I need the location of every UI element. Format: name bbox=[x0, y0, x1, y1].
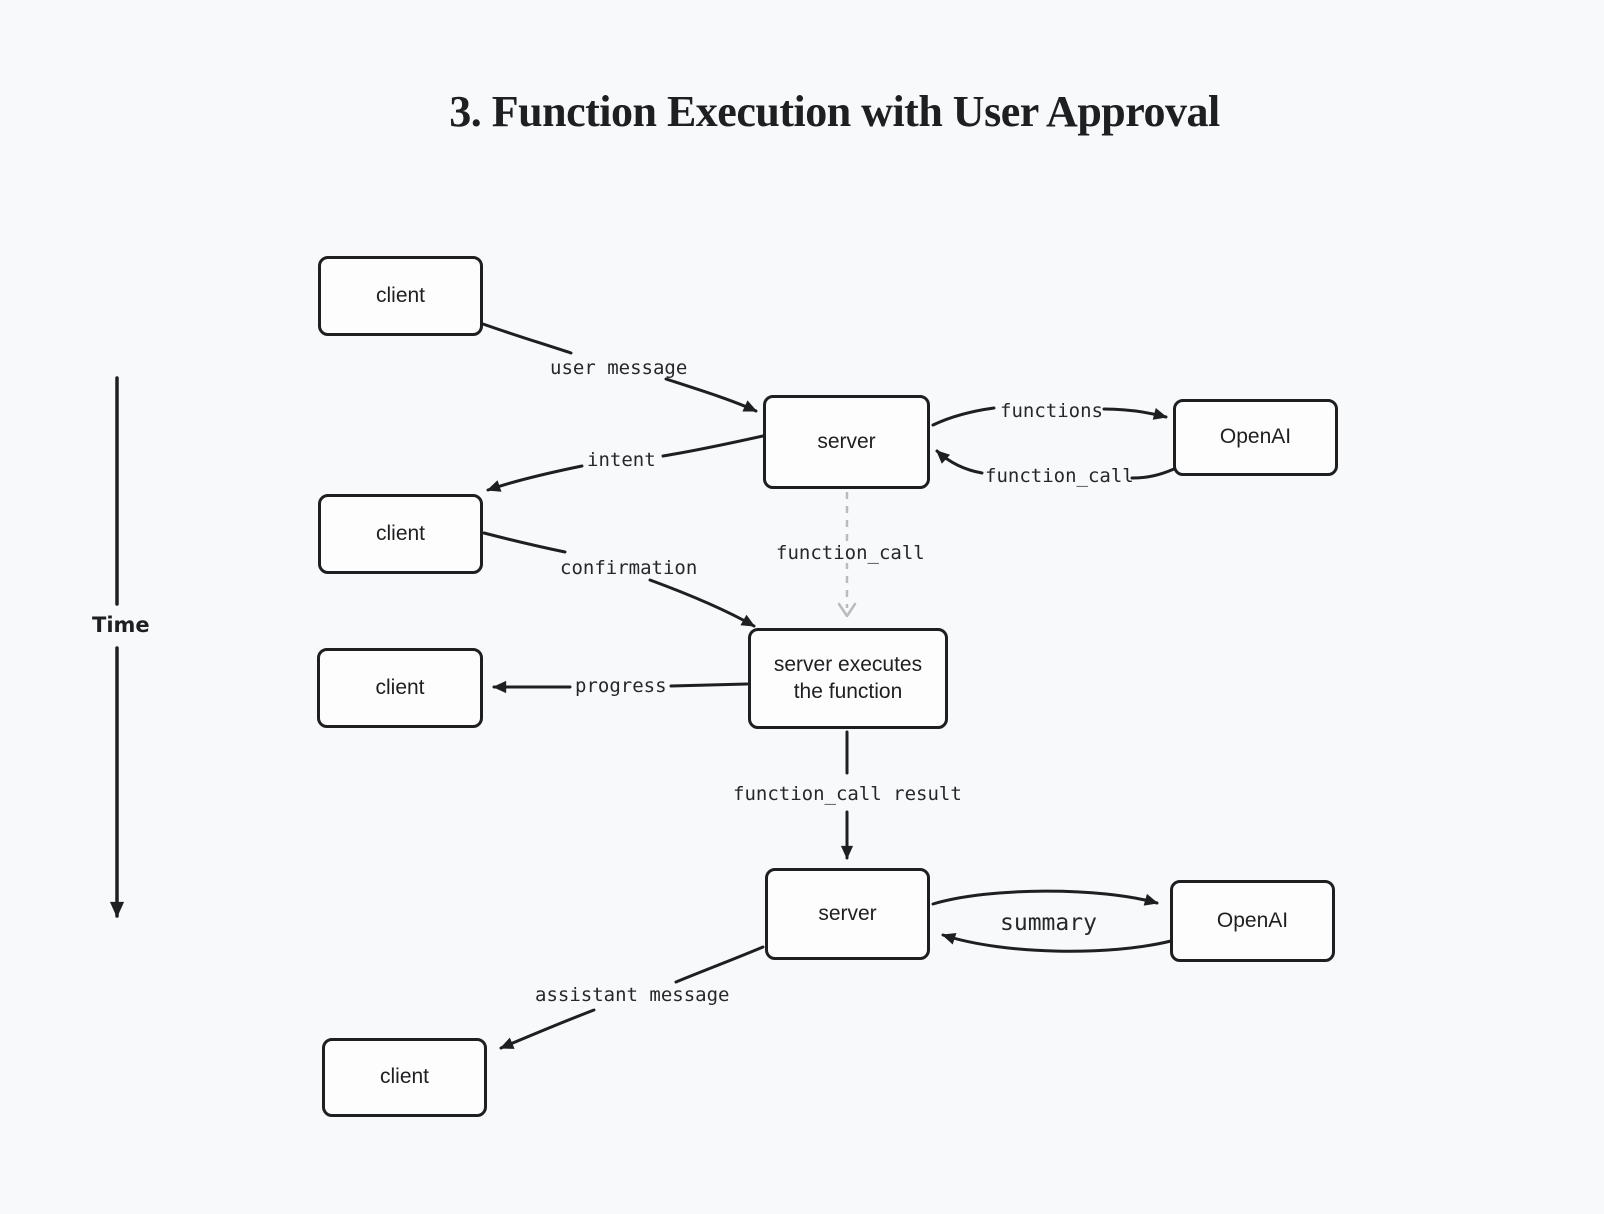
node-client-4: client bbox=[322, 1038, 487, 1117]
node-client-1-label: client bbox=[375, 283, 426, 307]
edge-function-call-return-seg1 bbox=[1130, 467, 1176, 480]
dashed-arrowhead-chevron bbox=[837, 602, 857, 618]
edge-progress-seg1 bbox=[669, 682, 749, 688]
node-client-2-label: client bbox=[375, 521, 426, 545]
edge-assistant-message-seg1 bbox=[674, 945, 765, 984]
edge-intent-seg1 bbox=[661, 434, 765, 458]
edge-intent-seg2 bbox=[486, 464, 584, 492]
edge-label-function-call-return: function_call bbox=[985, 465, 1134, 487]
node-client-3-label: client bbox=[375, 675, 425, 699]
node-server-executes-function-label: server executes the function bbox=[773, 653, 923, 703]
edge-function-call-return-seg2 bbox=[935, 449, 984, 475]
edge-label-function-call-result: function_call result bbox=[733, 783, 962, 805]
node-openai-1-label: OpenAI bbox=[1219, 425, 1292, 449]
node-openai-2-label: OpenAI bbox=[1216, 908, 1289, 932]
edge-label-assistant-message: assistant message bbox=[535, 984, 730, 1006]
edge-label-confirmation: confirmation bbox=[560, 557, 698, 579]
node-client-4-label: client bbox=[379, 1065, 430, 1089]
edge-label-intent: intent bbox=[587, 449, 656, 471]
edge-label-progress: progress bbox=[575, 675, 667, 697]
node-client-3: client bbox=[317, 648, 483, 728]
edge-functions-seg1 bbox=[931, 406, 996, 427]
node-server-executes-function: server executes the function bbox=[748, 628, 948, 729]
edge-confirmation-seg1 bbox=[482, 531, 567, 554]
edge-user-message-seg1 bbox=[481, 322, 573, 355]
node-server-2: server bbox=[765, 868, 930, 960]
node-client-1: client bbox=[318, 256, 483, 336]
node-server-1: server bbox=[763, 395, 930, 489]
edge-label-user-message: user message bbox=[550, 357, 688, 379]
edge-label-summary: summary bbox=[1000, 910, 1097, 936]
time-axis-label: Time bbox=[92, 613, 150, 637]
edge-label-functions: functions bbox=[1000, 400, 1103, 422]
node-server-2-label: server bbox=[818, 901, 877, 925]
edge-summary-to-server bbox=[941, 932, 1173, 953]
edge-functions-seg2 bbox=[1102, 407, 1168, 420]
node-client-2: client bbox=[318, 494, 483, 574]
edge-assistant-message-seg2 bbox=[499, 1008, 596, 1050]
node-openai-1: OpenAI bbox=[1173, 399, 1338, 476]
node-server-1-label: server bbox=[817, 429, 876, 453]
diagram-title: 3. Function Execution with User Approval bbox=[449, 87, 1220, 136]
node-openai-2: OpenAI bbox=[1170, 880, 1335, 962]
edge-user-message-seg2 bbox=[664, 377, 758, 413]
edge-confirmation-seg2 bbox=[648, 578, 756, 628]
edge-summary-to-openai bbox=[931, 889, 1159, 906]
edge-label-function-call-dispatch: function_call bbox=[773, 544, 928, 563]
